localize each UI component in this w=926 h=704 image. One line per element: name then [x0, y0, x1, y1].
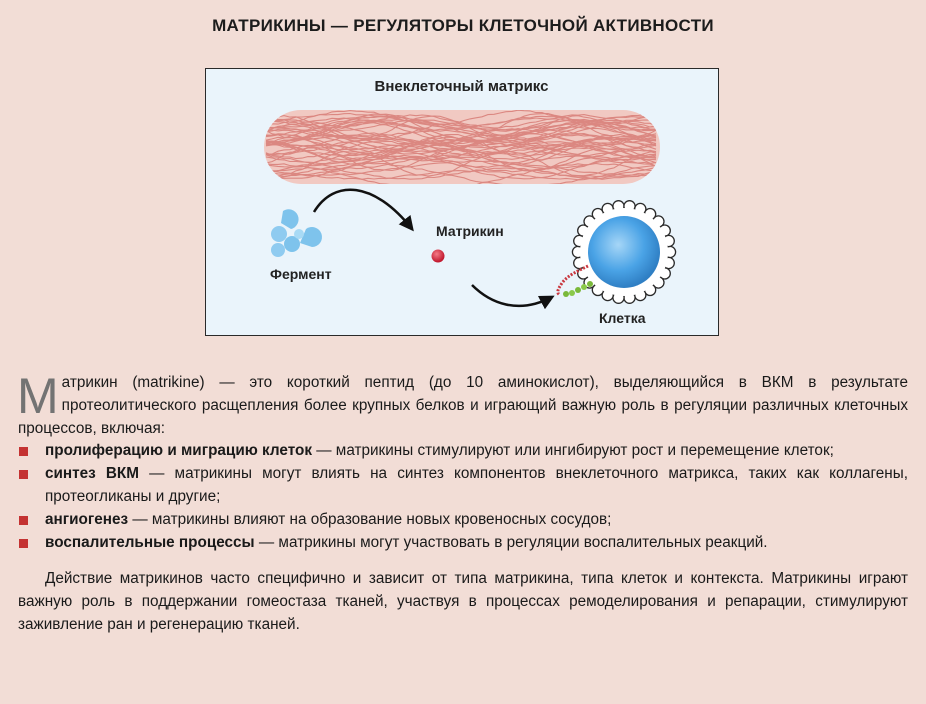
bullet-square-icon: [19, 515, 28, 525]
page-title: МАТРИКИНЫ — РЕГУЛЯТОРЫ КЛЕТОЧНОЙ АКТИВНО…: [212, 16, 714, 35]
matrix-fiber: [265, 129, 657, 155]
bullet-text: — матрикины влияют на образование новых …: [128, 510, 612, 528]
intro-text: атрикин (matrikine) — это короткий пепти…: [18, 374, 908, 437]
matrix-fiber: [265, 147, 657, 172]
matrix-fiber: [265, 133, 657, 161]
matrix-fiber: [265, 114, 657, 129]
matrix-fiber: [265, 139, 657, 151]
matrikin-dot: [431, 249, 445, 263]
bullet-text: — матрикины могут влиять на синтез компо…: [45, 465, 908, 505]
list-item: воспалительные процессы — матрикины могу…: [18, 532, 908, 555]
matrix-fiber: [265, 110, 657, 126]
matrix-fiber: [265, 149, 657, 173]
diagram-illustration: [264, 110, 677, 310]
matrix-label: Внеклеточный матрикс: [374, 78, 549, 95]
bullet-term: синтез ВКМ: [45, 465, 140, 483]
arrow-enzyme-to-matrikin: [312, 188, 414, 232]
enzyme-icon: [271, 209, 322, 257]
matrix-fiber: [265, 134, 657, 148]
matrikin-label: Матрикин: [436, 223, 504, 239]
matrix-fiber: [265, 156, 657, 178]
matrix-fiber: [266, 143, 657, 162]
matrix-fiber: [266, 167, 657, 180]
receptor-chain: [556, 264, 593, 297]
bullet-list: пролиферацию и миграцию клеток — матрики…: [18, 440, 908, 554]
matrix-fiber: [265, 142, 657, 165]
bullet-square-icon: [19, 470, 28, 480]
matrix-fiber: [265, 119, 657, 145]
bullet-term: пролиферацию и миграцию клеток: [45, 442, 313, 460]
matrix-fiber: [265, 135, 657, 154]
matrix-fiber: [265, 115, 657, 129]
bullet-square-icon: [19, 447, 28, 457]
list-item: пролиферацию и миграцию клеток — матрики…: [18, 440, 908, 463]
matrix-fiber: [265, 117, 657, 131]
cell-label: Клетка: [599, 310, 646, 326]
outro-paragraph: Действие матрикинов часто специфично и з…: [18, 570, 908, 633]
list-item: ангиогенез — матрикины влияют на образов…: [18, 509, 908, 532]
matrikin-diagram: Внеклеточный матрикс Фермент Матрикин Кл…: [205, 68, 719, 336]
matrix-fiber: [265, 115, 657, 140]
cell-icon: [571, 200, 677, 304]
list-item: синтез ВКМ — матрикины могут влиять на с…: [18, 463, 908, 509]
enzyme-label: Фермент: [270, 266, 332, 282]
matrix-capsule: [264, 110, 660, 184]
bullet-term: воспалительные процессы: [45, 533, 255, 551]
matrix-fiber: [265, 162, 657, 184]
bullet-text: — матрикины могут участвовать в регуляци…: [254, 533, 768, 551]
matrix-fiber: [265, 170, 657, 181]
drop-cap: М: [17, 368, 59, 424]
bullet-term: ангиогенез: [45, 510, 129, 528]
bullet-square-icon: [19, 538, 28, 548]
bullet-text: — матрикины стимулируют или ингибируют р…: [312, 442, 834, 460]
arrow-matrikin-to-cell: [471, 284, 555, 310]
matrix-fiber: [265, 160, 657, 177]
